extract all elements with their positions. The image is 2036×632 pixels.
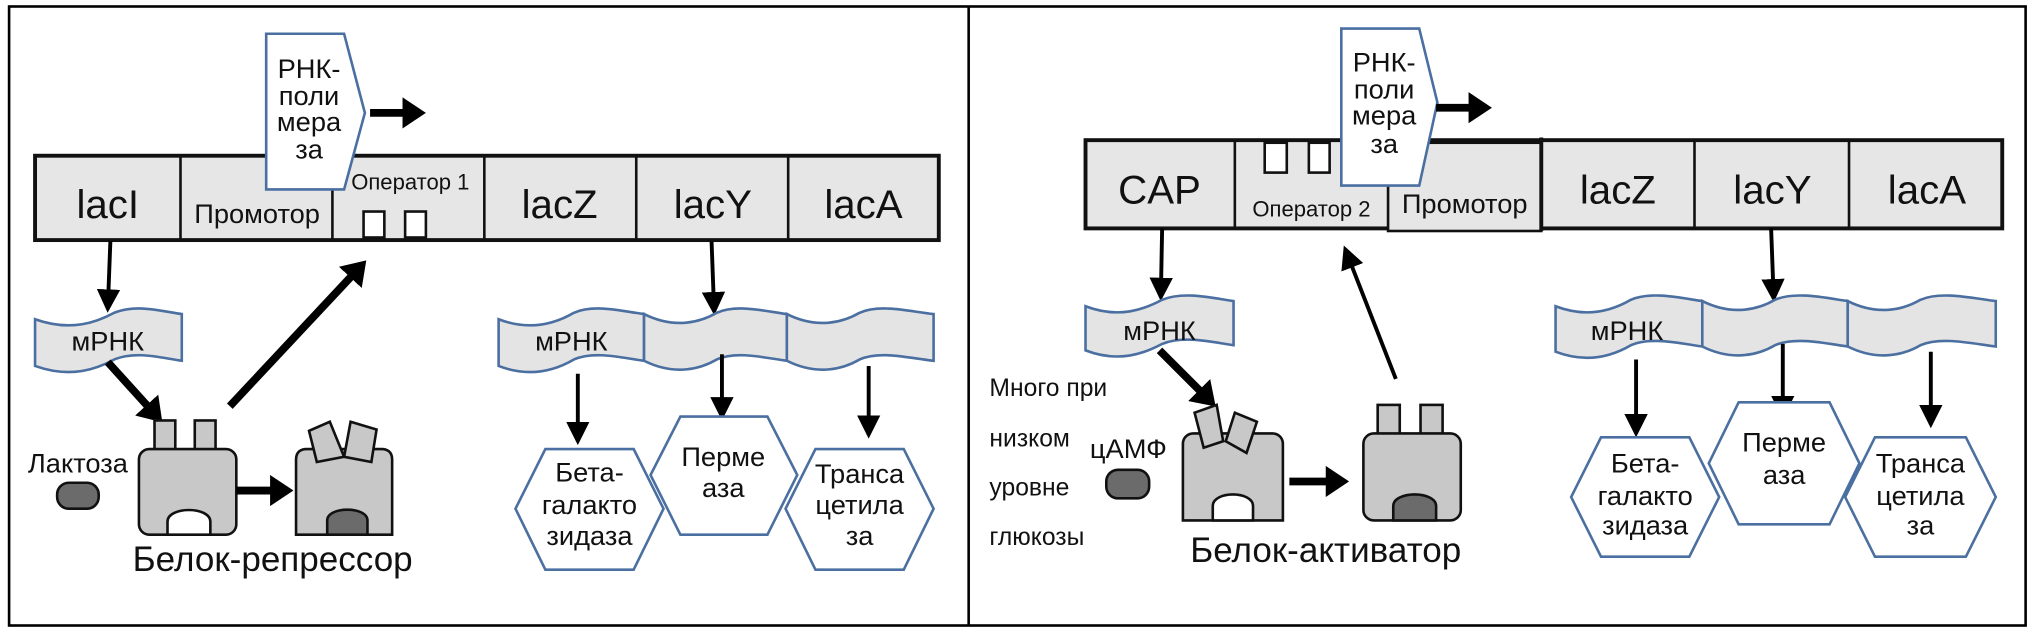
enzyme-label: Бета- — [555, 456, 624, 487]
gene-lacy: lacY — [674, 182, 752, 227]
gene-operator-1: Оператор 1 — [351, 169, 469, 194]
repressor-protein-active — [137, 419, 238, 536]
condition-line: уровне — [989, 475, 1069, 502]
condition-text: Много при низком уровне глюкозы — [989, 375, 1107, 551]
rna-polymerase: РНК- поли мера за — [264, 32, 367, 191]
repressor-protein-inactive — [294, 420, 394, 536]
gene-lacz: lacZ — [522, 182, 598, 227]
enzyme-label: за — [1907, 510, 1936, 541]
arrow-laci-to-mrna — [96, 241, 121, 313]
arrow-activator-to-operator — [1341, 245, 1398, 380]
arrow-lacy-to-mrna — [701, 241, 726, 316]
mrna-ribbon — [1084, 294, 1235, 358]
gene-operator-2: Оператор 2 — [1252, 197, 1370, 222]
repressor-label: Белок-репрессор — [133, 540, 413, 579]
lactose-label: Лактоза — [28, 447, 129, 478]
arrow-lacy-to-mrna — [1761, 228, 1785, 303]
gene-laca: lacA — [1888, 168, 1966, 213]
condition-line: Много при — [989, 375, 1107, 402]
camp-molecule-icon — [1104, 468, 1151, 500]
gene-laci: lacI — [76, 182, 139, 227]
enzyme-label: за — [846, 520, 875, 551]
gene-bar: lacI Промотор Оператор 1 lacZ lacY lacA — [33, 153, 941, 243]
operator-site — [1263, 141, 1289, 174]
arrow-mrna-to-repressor — [104, 359, 163, 423]
gene-promoter: Промотор — [1402, 188, 1528, 219]
left-panel: lacI Промотор Оператор 1 lacZ lacY lacA … — [28, 32, 941, 579]
polycistronic-mrna: мРНК — [1554, 294, 1998, 360]
enzyme-label: зидаза — [546, 520, 633, 551]
enzyme-transacetylase: Транса цетила за — [784, 447, 936, 572]
gene-cap: CAP — [1118, 168, 1201, 213]
rna-polymerase-label: поли — [1354, 74, 1414, 105]
enzyme-label: Транса — [1876, 447, 1966, 478]
gene-lacy: lacY — [1733, 168, 1811, 213]
rna-polymerase: РНК- поли мера за — [1340, 27, 1439, 187]
rna-polymerase-label: мера — [1352, 100, 1417, 131]
gene-bar: CAP Оператор 2 Промотор lacZ lacY lacA — [1083, 137, 2005, 233]
enzyme-label: галакто — [542, 489, 637, 520]
rna-polymerase-label: мера — [277, 106, 342, 137]
enzyme-label: галакто — [1598, 480, 1693, 511]
arrow-repressor-to-operator — [226, 260, 367, 409]
polycistronic-mrna: мРНК — [497, 307, 935, 374]
enzyme-label: Бета- — [1611, 447, 1680, 478]
activator-protein-active — [1362, 403, 1463, 522]
operator-site — [403, 210, 428, 239]
rna-polymerase-label: поли — [279, 80, 339, 111]
mrna-label: мРНК — [1123, 315, 1196, 346]
arrow-cap-to-mrna — [1149, 228, 1173, 302]
condition-line: глюкозы — [989, 524, 1084, 551]
gene-promoter: Промотор — [194, 198, 320, 229]
enzyme-beta-galactosidase: Бета- галакто зидаза — [1569, 436, 1721, 559]
enzyme-label: цетила — [1876, 480, 1965, 511]
rna-polymerase-label: РНК- — [278, 53, 341, 84]
enzyme-label: аза — [702, 472, 745, 503]
gene-lacz: lacZ — [1580, 168, 1656, 213]
enzyme-label: Перме — [681, 441, 765, 472]
rna-polymerase-label: за — [295, 133, 324, 164]
enzyme-label: зидаза — [1602, 510, 1689, 541]
lactose-molecule-icon — [55, 481, 100, 511]
right-panel: CAP Оператор 2 Промотор lacZ lacY lacA Р… — [989, 27, 2005, 570]
enzyme-label: аза — [1763, 459, 1806, 490]
operator-site — [1307, 141, 1331, 174]
condition-line: низком — [989, 425, 1069, 452]
enzyme-permease: Перме аза — [649, 415, 799, 536]
enzyme-transacetylase: Транса цетила за — [1843, 436, 1998, 559]
enzyme-label: цетила — [815, 489, 904, 520]
gene-laca: lacA — [824, 182, 902, 227]
arrow-mrna-to-activator — [1156, 347, 1216, 407]
mrna-label: мРНК — [1591, 315, 1664, 346]
operator-site — [362, 210, 386, 239]
mrna-label: мРНК — [72, 325, 145, 356]
enzyme-label: Транса — [815, 458, 905, 489]
camp-label: цАМФ — [1090, 433, 1167, 464]
outer-frame — [7, 5, 2027, 627]
enzyme-beta-galactosidase: Бета- галакто зидаза — [514, 447, 665, 572]
enzyme-permease: Перме аза — [1707, 401, 1861, 526]
mrna-ribbon — [33, 307, 184, 374]
activator-protein-inactive — [1181, 403, 1285, 522]
rna-polymerase-label: РНК- — [1353, 46, 1416, 77]
enzyme-label: Перме — [1742, 427, 1826, 458]
rna-polymerase-label: за — [1370, 128, 1399, 159]
mrna-label: мРНК — [535, 325, 608, 356]
activator-label: Белок-активатор — [1190, 531, 1461, 570]
